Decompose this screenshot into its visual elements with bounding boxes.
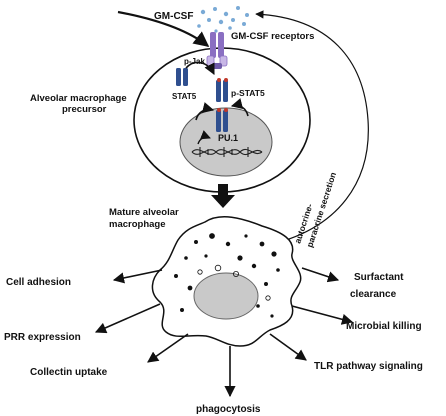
- tlr-signaling-arrow: [269, 333, 307, 361]
- mature-label-line1: Mature alveolar: [109, 207, 179, 218]
- macrophage-nucleus: [193, 272, 259, 320]
- autocrine-paracrine-feedback-arrow: [255, 10, 369, 247]
- p-jak-label: p-Jak: [184, 57, 205, 66]
- gm-csf-binding-arrow: [117, 10, 210, 47]
- surfactant-clearance-arrow: [301, 267, 340, 283]
- prr-expression-label: PRR expression: [4, 332, 81, 343]
- precursor-label-line1: Alveolar macrophage: [30, 93, 127, 104]
- prr-expression-arrow: [94, 303, 161, 334]
- function-arrows: [94, 267, 354, 398]
- precursor-label-line2: precursor: [62, 104, 107, 115]
- collectin-uptake-arrow: [147, 333, 189, 363]
- collectin-uptake-label: Collectin uptake: [30, 367, 108, 378]
- nuclear-stat5-dimer-icon: [216, 108, 228, 132]
- gm-csf-receptors-label: GM-CSF receptors: [231, 31, 314, 42]
- gm-csf-ligand-dots: [197, 6, 249, 33]
- nuclear-translocation-arrow-right: [230, 98, 249, 117]
- phagocytosis-label: phagocytosis: [196, 404, 261, 415]
- stat5-label: STAT5: [172, 92, 197, 101]
- nuclear-translocation-arrow-left: [195, 102, 215, 121]
- microbial-killing-arrow: [291, 305, 354, 325]
- macrophage-vesicles: [173, 233, 280, 318]
- gm-csf-label: GM-CSF: [154, 11, 193, 22]
- cell-adhesion-label: Cell adhesion: [6, 277, 71, 288]
- microbial-killing-label: Microbial killing: [346, 321, 422, 332]
- maturation-arrow: [211, 184, 235, 208]
- tlr-signaling-label: TLR pathway signaling: [314, 361, 423, 372]
- p-stat5-dimer-icon: [216, 78, 228, 102]
- mature-label-line2: macrophage: [109, 219, 166, 230]
- pu1-label: PU.1: [218, 133, 238, 143]
- cell-adhesion-arrow: [112, 269, 163, 284]
- jak-phosphorylation-arrow: [185, 61, 215, 76]
- stat5-monomer-icon: [176, 68, 188, 86]
- dna-icon: [191, 147, 263, 157]
- p-stat5-label: p-STAT5: [231, 88, 265, 98]
- surfactant-label-line1: Surfactant: [354, 272, 404, 283]
- pu1-activation-arrow: [197, 130, 211, 145]
- surfactant-label-line2: clearance: [350, 289, 397, 300]
